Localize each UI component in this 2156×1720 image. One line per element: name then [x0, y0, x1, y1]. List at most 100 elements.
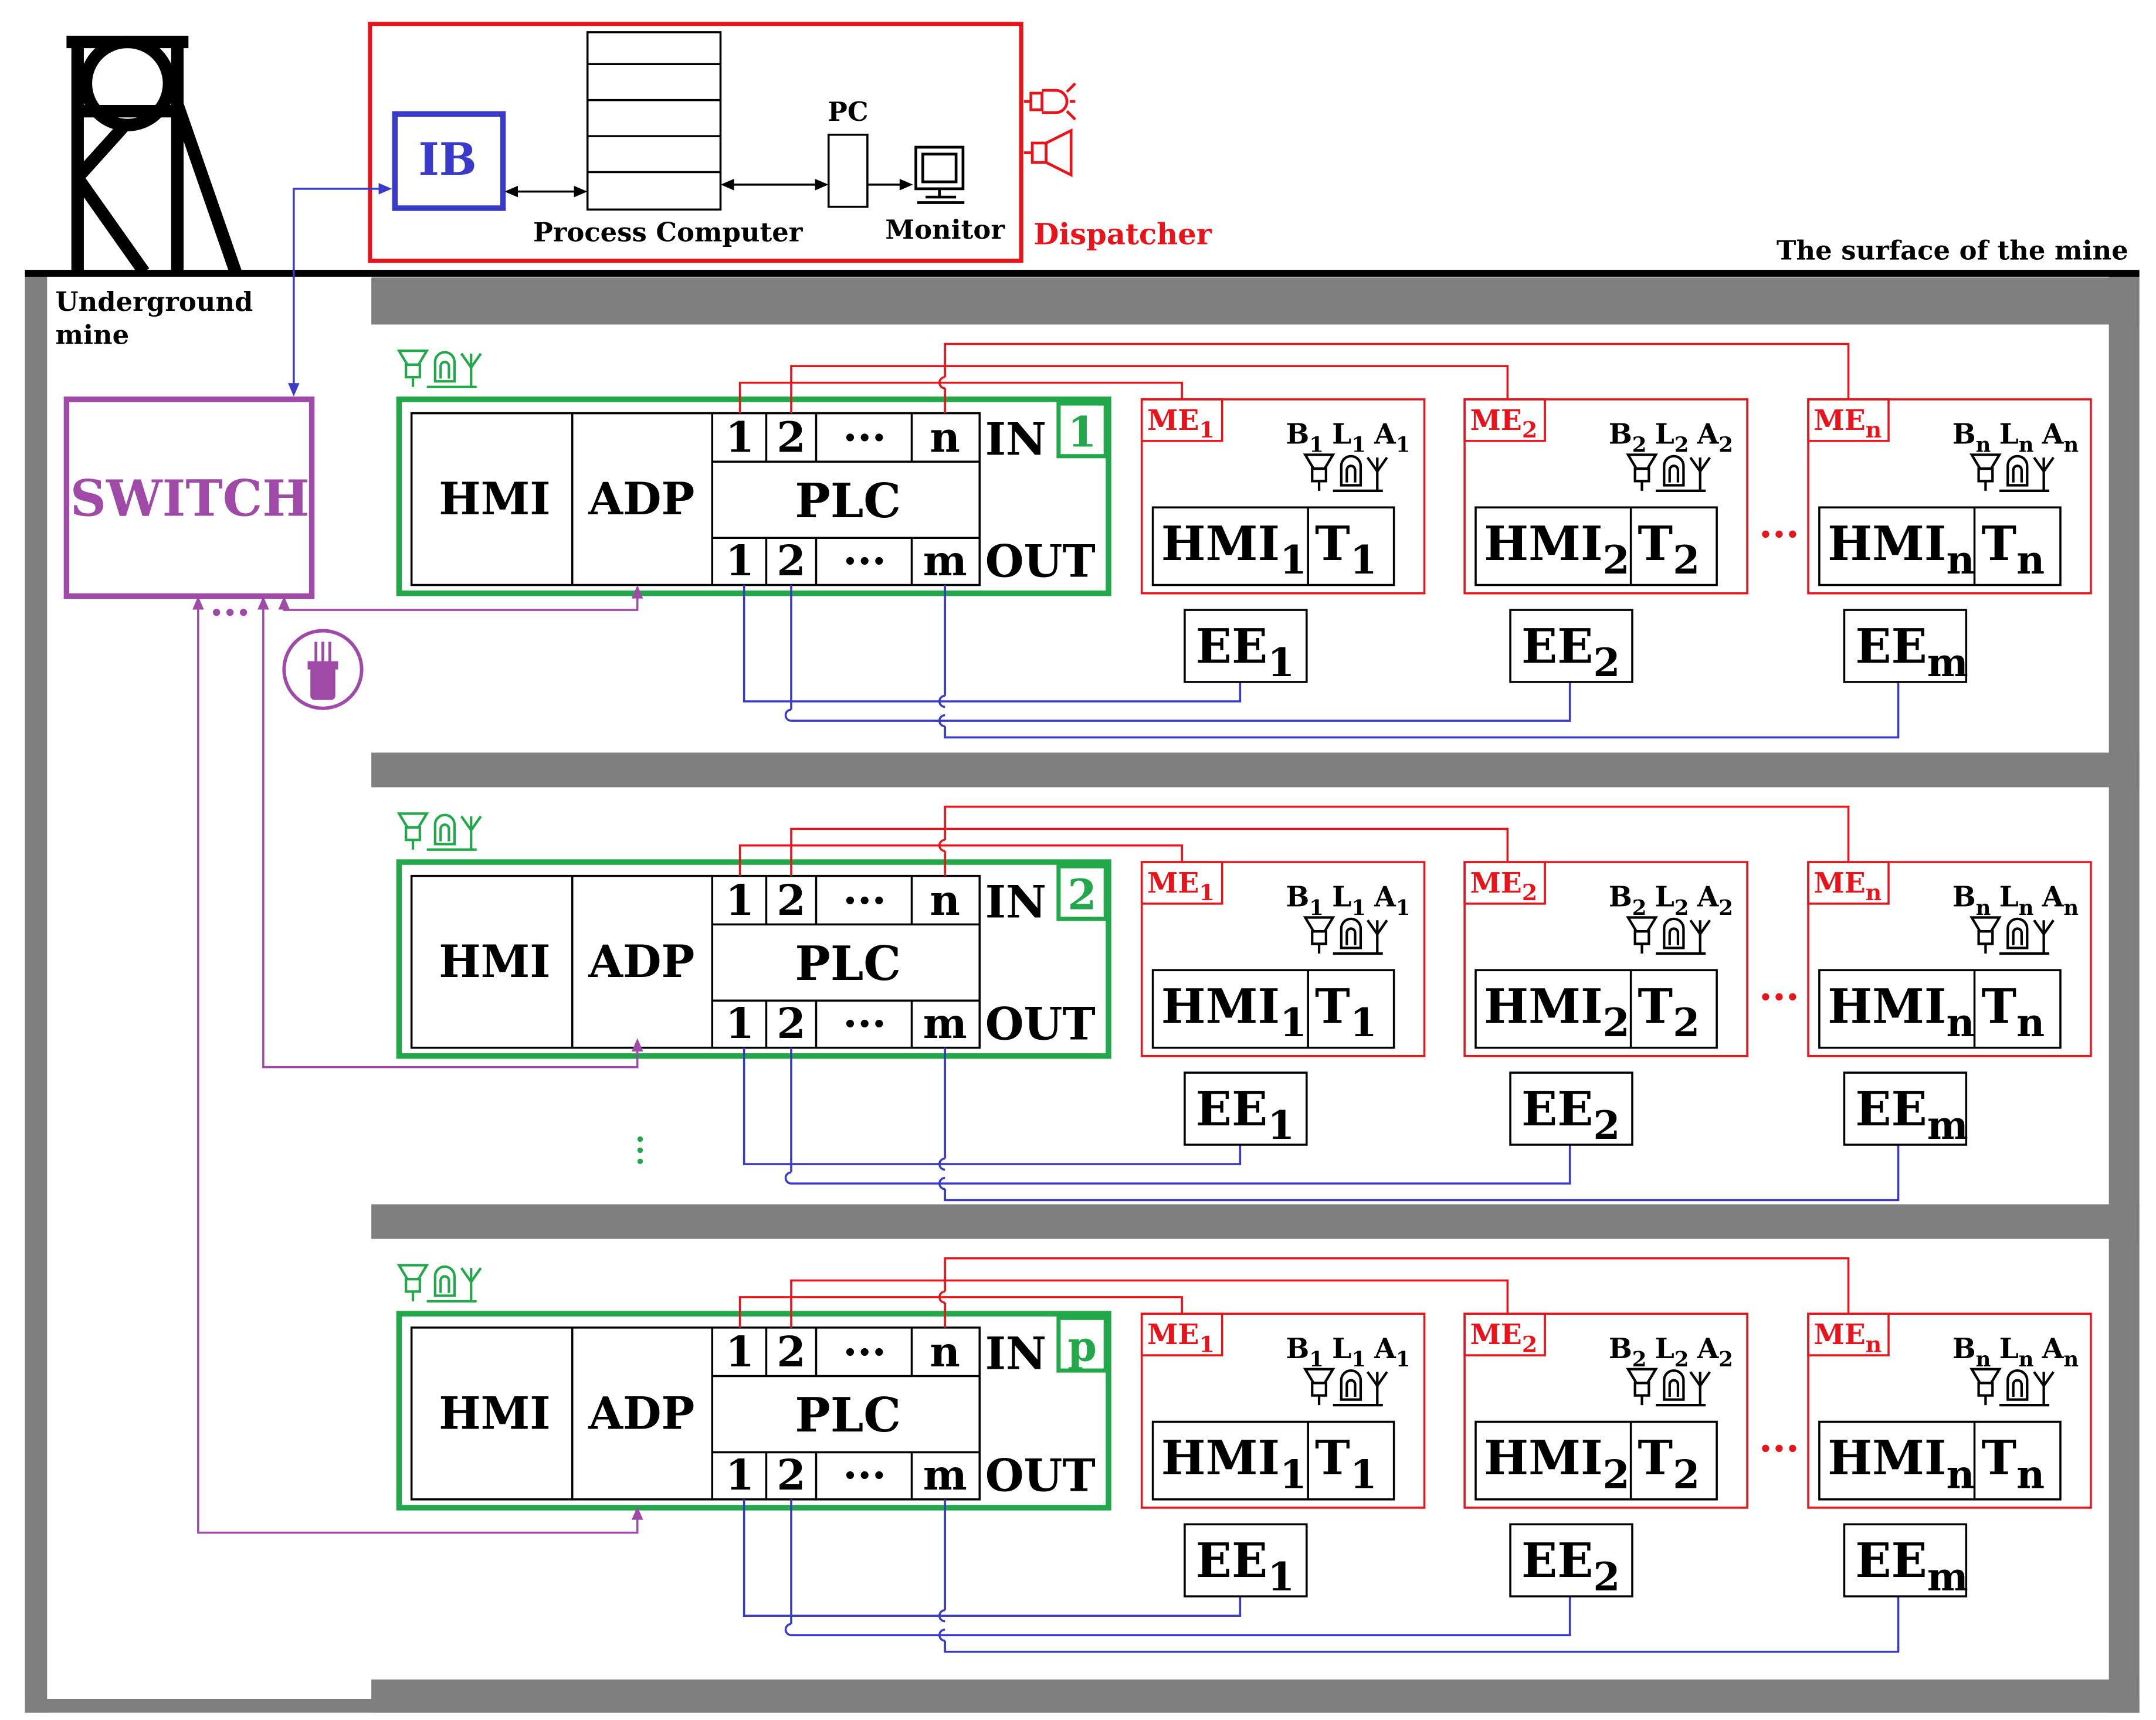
controller-box	[396, 859, 1111, 1059]
module-t-label-main: T	[1981, 1430, 2016, 1485]
out-io-lines	[743, 1047, 1900, 1202]
lamp-icon	[1340, 454, 1362, 487]
ib-box	[392, 111, 506, 211]
ee-label-main: EE	[1855, 1081, 1927, 1137]
out-port-2: ···	[843, 536, 886, 585]
module-hmi-t-box	[1151, 969, 1395, 1049]
module-t-label: T2	[1638, 516, 1700, 583]
module-signal-icons	[1626, 453, 1711, 493]
antenna-icon	[2033, 920, 2055, 954]
ee-label: EE2	[1521, 619, 1620, 686]
module-signal-icons	[1969, 916, 2055, 955]
me-label: MEn	[1813, 867, 1882, 905]
ee-label: EEm	[1855, 1081, 1968, 1148]
outer-wall-left	[25, 274, 48, 1713]
mine-walls	[25, 274, 2140, 1713]
module-t-label-main: T	[1638, 1430, 1673, 1485]
lamp-icon	[1663, 454, 1685, 487]
ee-label-main: EE	[1855, 1533, 1927, 1588]
bla-b: B	[1952, 419, 1976, 451]
bla-a-sub: n	[2063, 433, 2079, 457]
me-label: MEn	[1813, 405, 1882, 443]
controller-hmi-label: HMI	[439, 935, 550, 988]
ee-label-main: EE	[1855, 619, 1927, 674]
me-label: MEn	[1813, 1319, 1882, 1357]
me-label: ME2	[1470, 1319, 1538, 1357]
level-id-label: 2	[1067, 870, 1096, 919]
module-t-label-sub: 2	[1673, 1000, 1700, 1046]
me-label-sub: 2	[1522, 880, 1537, 905]
me-label-sub: 2	[1522, 1331, 1537, 1357]
controller-inner	[410, 874, 981, 1049]
ee-label: EE1	[1196, 619, 1294, 686]
module-t-label-sub: n	[2016, 537, 2045, 583]
ee-label-main: EE	[1521, 1533, 1593, 1588]
module-signal-icons	[1969, 453, 2055, 493]
me-label: ME2	[1470, 867, 1538, 905]
level-vdots	[637, 1136, 643, 1165]
me-label-main: ME	[1470, 405, 1522, 437]
controller-box	[396, 1311, 1111, 1511]
module-t-label-sub: 2	[1673, 1451, 1700, 1497]
gallery-divider-2	[371, 1204, 2140, 1239]
ee-label-sub: 2	[1593, 1102, 1620, 1148]
module-t-label: Tn	[1981, 979, 2045, 1046]
module-hmi-label-main: HMI	[1484, 979, 1602, 1034]
module-hmi-label: HMI2	[1484, 979, 1629, 1046]
bla-l: L	[1332, 1333, 1351, 1365]
me-label: ME1	[1147, 1319, 1215, 1357]
speaker-icon	[1969, 1368, 2002, 1406]
controller-box	[396, 396, 1111, 596]
bla-b-sub: n	[1976, 1348, 1991, 1372]
me-box	[1807, 1312, 1890, 1356]
module-hmi-label-sub: n	[1946, 1451, 1974, 1497]
antenna-icon	[1367, 456, 1388, 491]
module-signal-icons	[1303, 1368, 1388, 1407]
bla-b-sub: 1	[1309, 433, 1324, 457]
in-signal-lines	[738, 1257, 1850, 1328]
underground-label-line2: mine	[55, 319, 129, 350]
speaker-icon	[1303, 1368, 1335, 1406]
module-t-label: Tn	[1981, 516, 2045, 583]
ee-label: EE2	[1521, 1533, 1620, 1600]
module-hmi-t-box	[1151, 1420, 1395, 1501]
bla-l-sub: 1	[1351, 433, 1366, 457]
bla-l: L	[1332, 419, 1351, 451]
bla-a-sub: 1	[1396, 433, 1411, 457]
module-hmi-t-box	[1151, 506, 1395, 586]
bla-a-sub: n	[2063, 896, 2079, 920]
bla-a-sub: 2	[1718, 433, 1733, 457]
bla-a: A	[1697, 419, 1720, 451]
bla-l-sub: n	[2019, 433, 2034, 457]
underground-label-line1: Underground	[55, 286, 253, 317]
module-hmi-label-main: HMI	[1828, 979, 1946, 1034]
me-box	[1140, 1312, 1223, 1356]
out-port-1: 2	[777, 1450, 805, 1500]
out-port-1: 2	[777, 536, 805, 585]
speaker-icon	[396, 350, 429, 387]
module-signal-icons	[1626, 1368, 1711, 1407]
lamp-icon	[433, 351, 456, 383]
ee-box	[1184, 609, 1308, 683]
me-label-sub: 2	[1522, 417, 1537, 443]
module-hmi-label: HMIn	[1828, 516, 1974, 583]
module-signal-icons	[1969, 1368, 2055, 1407]
in-port-0: 1	[726, 413, 754, 462]
ee-label-sub: 1	[1267, 1102, 1294, 1148]
bla-l: L	[1332, 881, 1351, 914]
controller-adp-label: ADP	[588, 473, 694, 525]
module-box	[1140, 1312, 1426, 1509]
ee-label-sub: 1	[1267, 640, 1294, 686]
monitor-icon	[914, 145, 965, 204]
module-t-label-sub: n	[2016, 1000, 2045, 1046]
bla-l: L	[1999, 1333, 2019, 1365]
me-box	[1463, 1312, 1546, 1356]
module-hmi-label-sub: n	[1946, 1000, 1974, 1046]
